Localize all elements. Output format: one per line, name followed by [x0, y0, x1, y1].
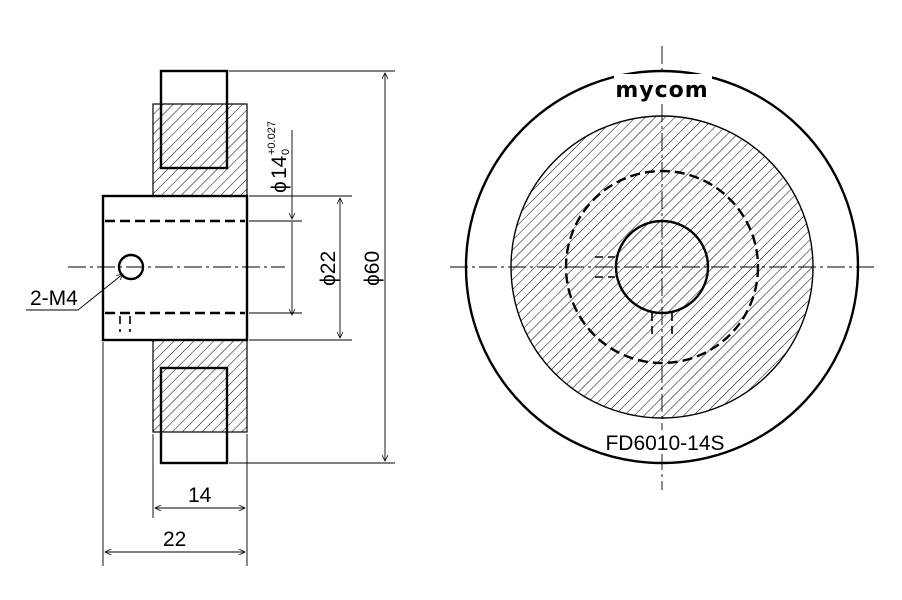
- bore-tolerance-lower: 0: [280, 149, 292, 155]
- brand-logo: mycom: [615, 78, 708, 103]
- front-view: mycom FD6010-14S: [450, 46, 876, 490]
- hub-diameter-label: ϕ22: [317, 251, 340, 286]
- bore-label: 14: [268, 155, 291, 179]
- bore-symbol: ϕ: [268, 181, 291, 193]
- dim-wheel-width: 14: [155, 484, 245, 508]
- dim-hub-diameter: ϕ22: [317, 198, 340, 338]
- tapped-hole-callout: 2-M4: [26, 274, 123, 311]
- upper-tire: [159, 69, 229, 170]
- lower-sleeve-hatch: [152, 339, 248, 433]
- dim-overall-width: 22: [105, 528, 245, 552]
- tapped-hole-label: 2-M4: [30, 287, 78, 310]
- part-number-label: FD6010-14S: [605, 432, 724, 455]
- upper-sleeve-hatch: [152, 103, 248, 197]
- dim-outer-diameter: ϕ60: [361, 73, 385, 461]
- side-view: [68, 69, 285, 465]
- outer-diameter-label: ϕ60: [361, 251, 384, 286]
- overall-width-label: 22: [163, 528, 186, 551]
- wheel-width-label: 14: [188, 484, 212, 507]
- lower-tire: [159, 366, 229, 465]
- dim-bore-diameter: ϕ 14 +0.027 0: [266, 121, 292, 315]
- bore-tolerance-upper: +0.027: [266, 121, 278, 155]
- hub: [101, 194, 249, 342]
- extension-lines: [102, 70, 395, 566]
